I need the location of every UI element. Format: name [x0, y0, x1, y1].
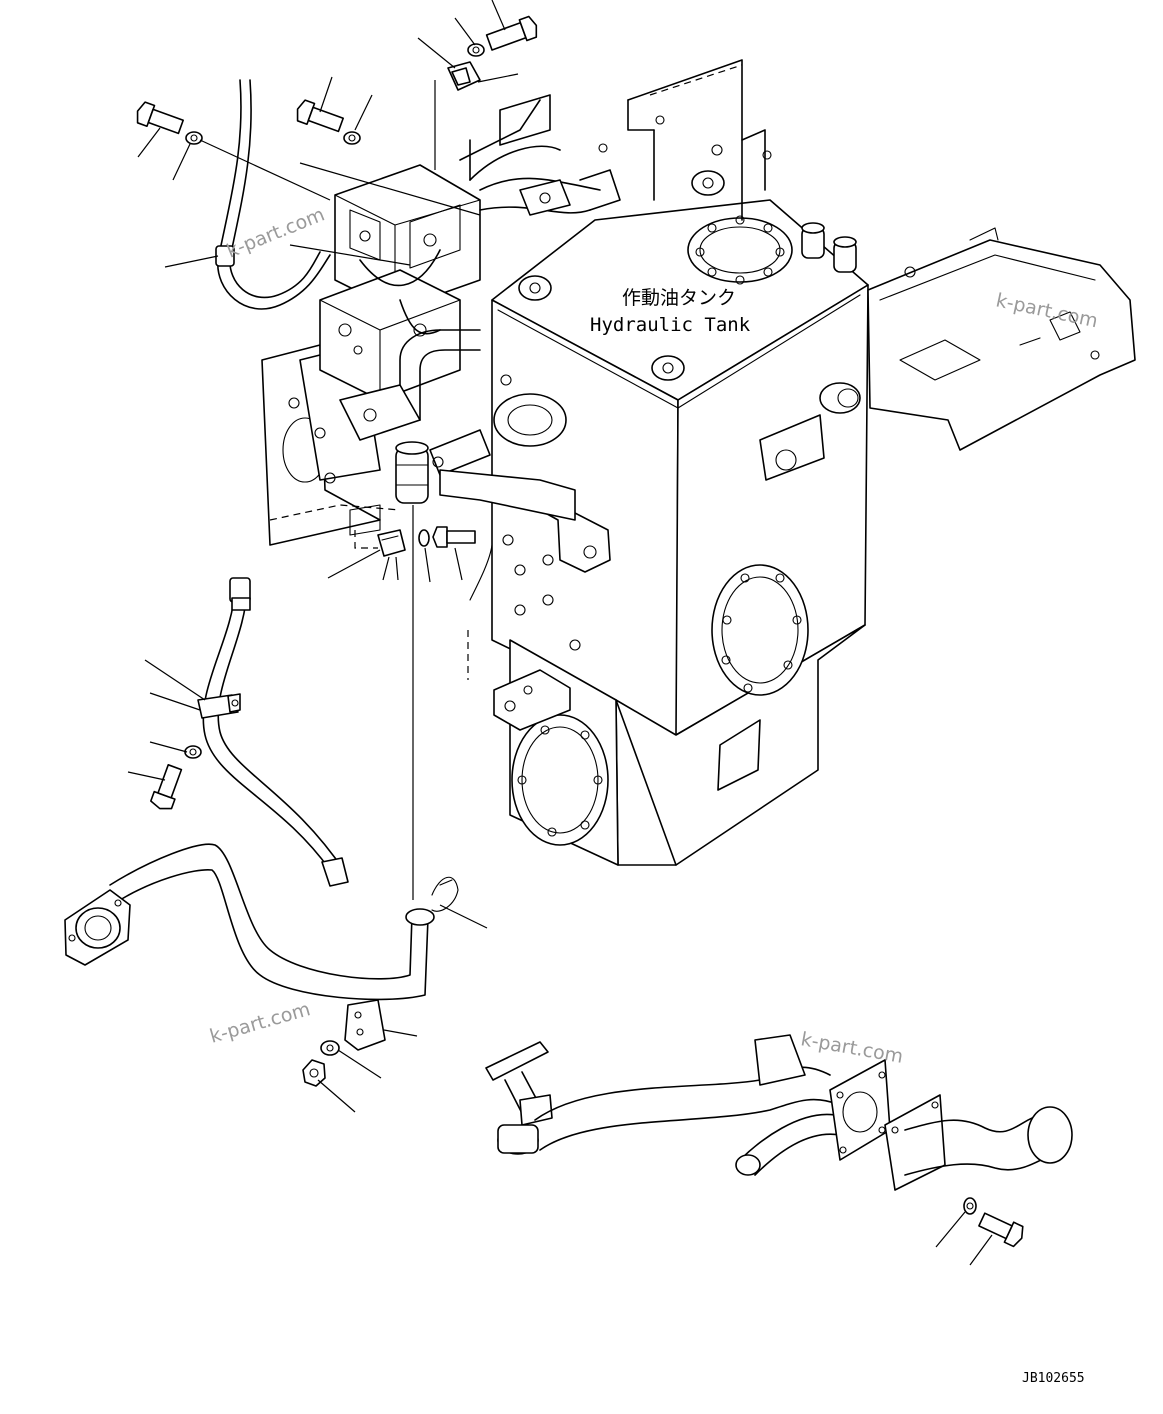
hydraulic-tank: [491, 170, 869, 866]
tank-label-jp: 作動油タンク: [622, 287, 736, 309]
rear-frame: [627, 59, 1136, 451]
tank-label-en: Hydraulic Tank: [590, 314, 751, 336]
hose-assembly: [150, 577, 349, 887]
suction-pipe: [64, 505, 459, 1087]
watermark-4: k-part.com: [799, 1028, 905, 1068]
hardware-top: [136, 15, 538, 557]
watermark-3: k-part.com: [207, 998, 313, 1048]
outlet-pipes: [485, 1034, 1073, 1248]
control-valve-assembly: [261, 94, 621, 546]
reference-lines: [269, 504, 493, 680]
leader-lines: [127, 0, 993, 1266]
drawing-code: JB102655: [1022, 1371, 1085, 1386]
